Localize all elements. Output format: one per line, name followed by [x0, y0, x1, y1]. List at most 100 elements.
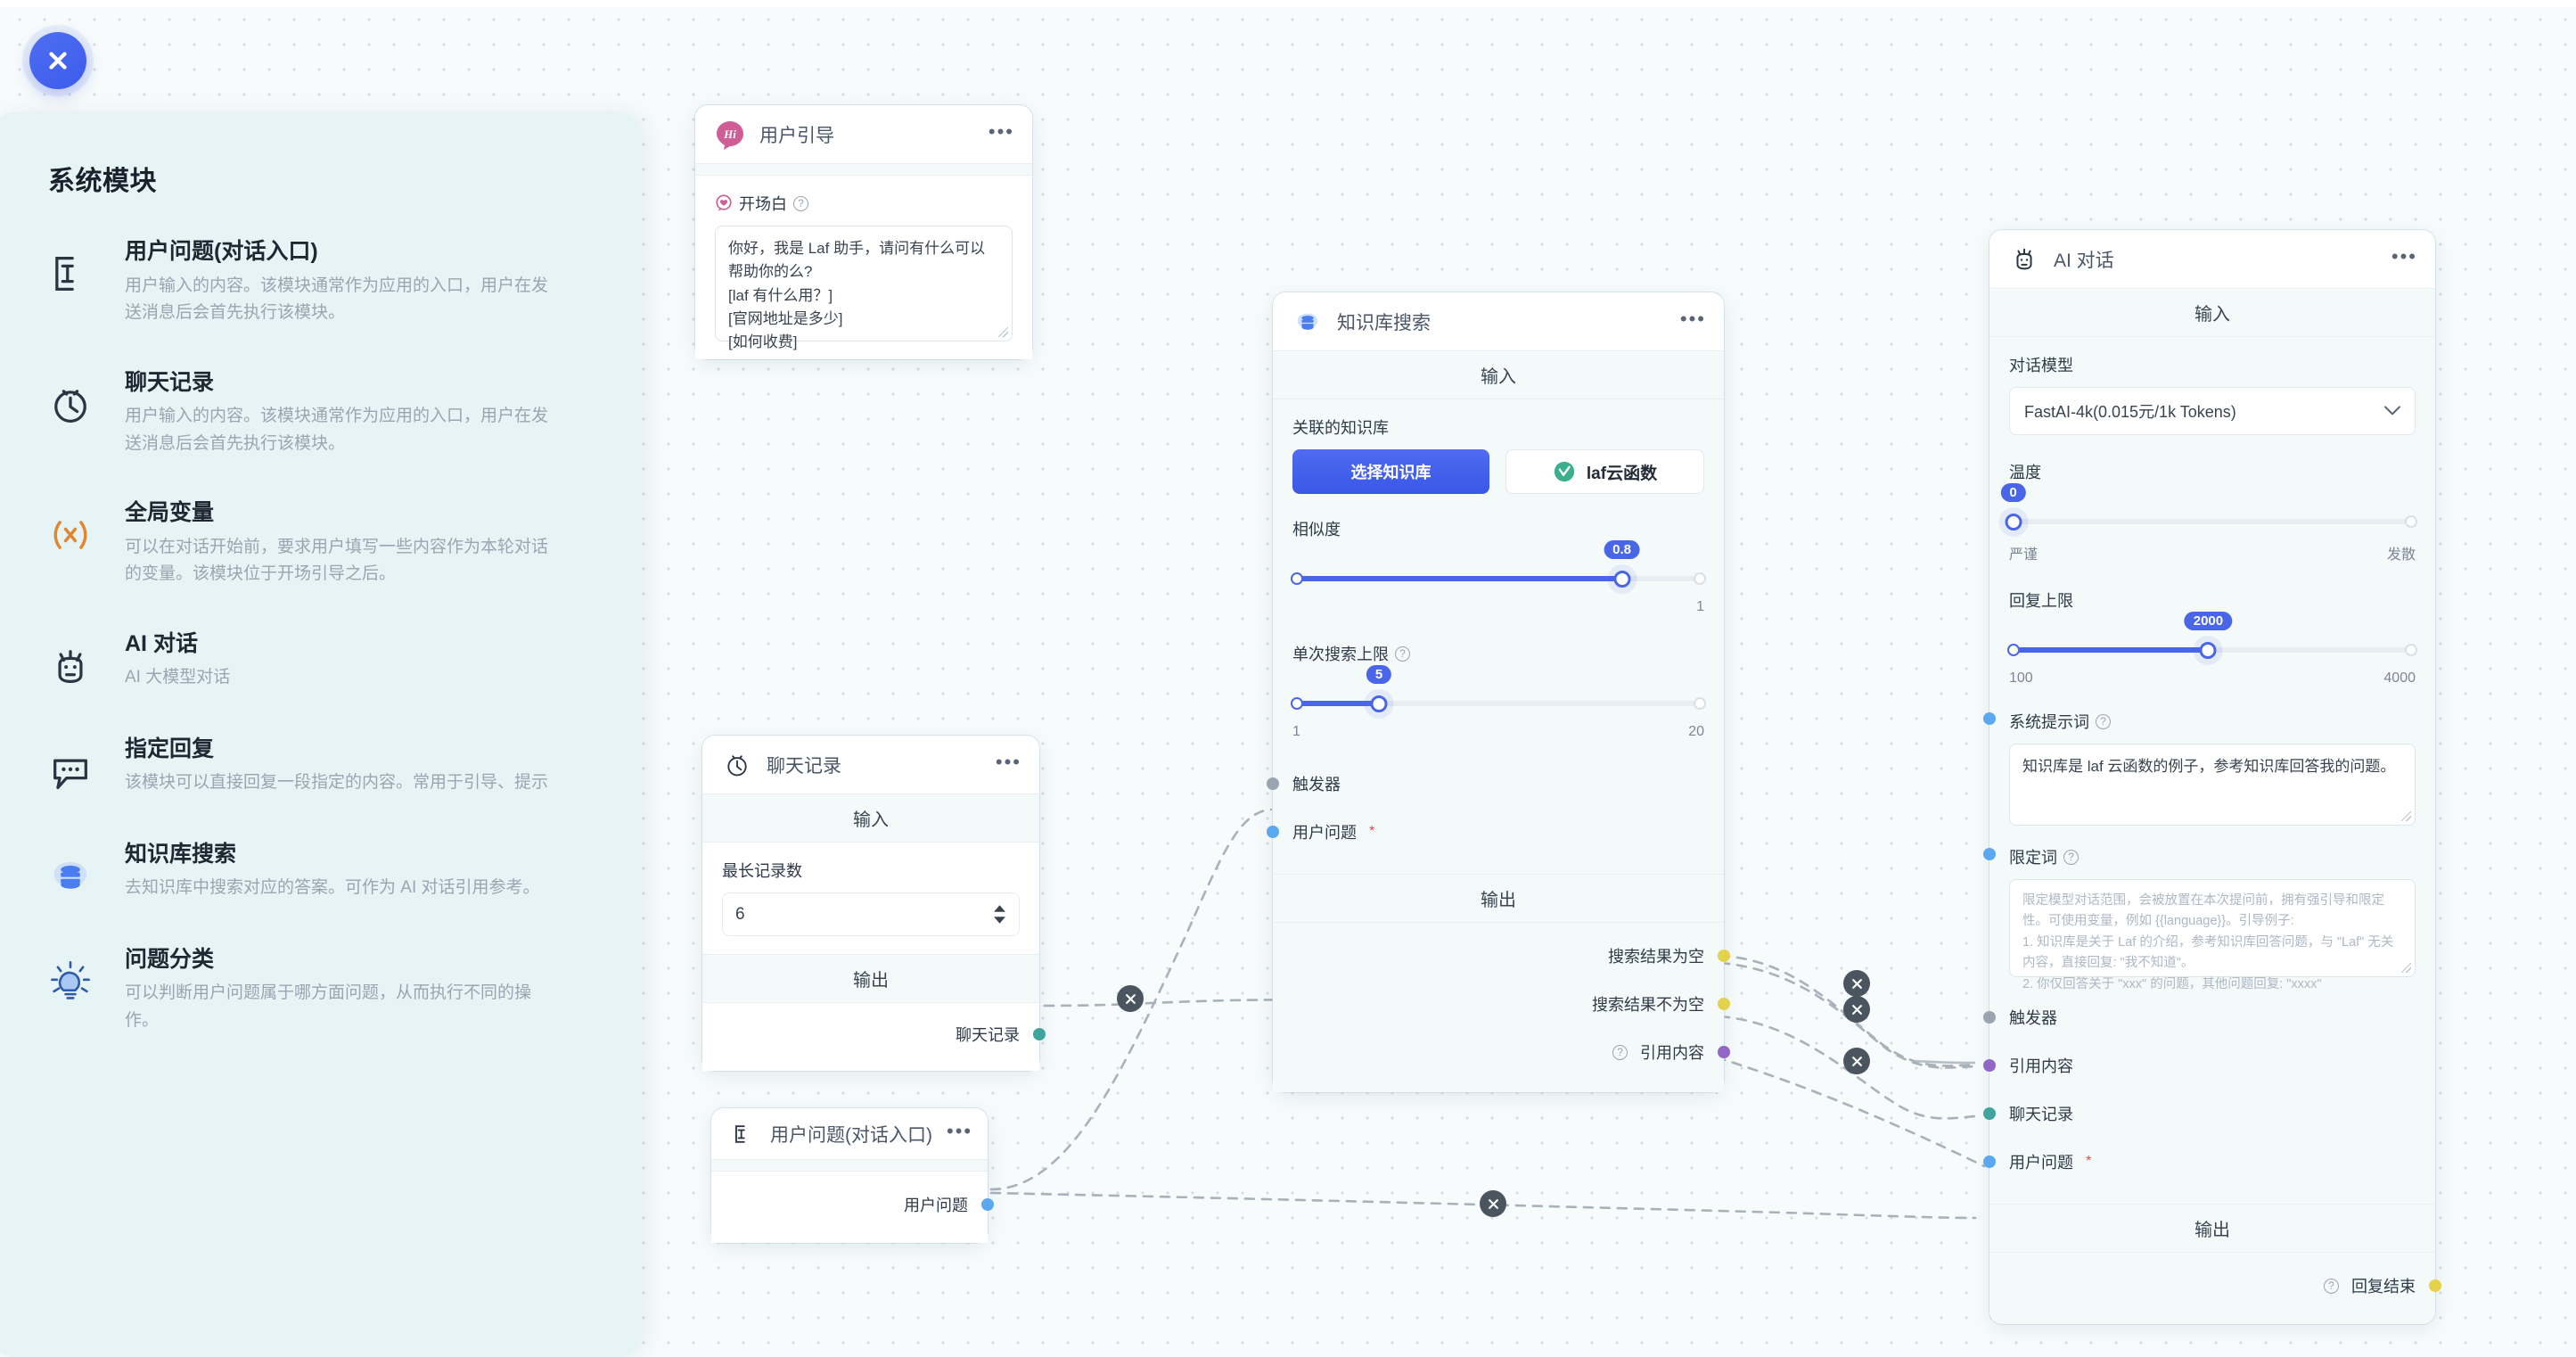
search-limit-slider[interactable]: 5 [1291, 665, 1706, 719]
node-header[interactable]: 用户问题(对话入口) ••• [711, 1108, 988, 1159]
temperature-value-bubble: 0 [2000, 483, 2026, 502]
help-icon[interactable]: ? [793, 195, 808, 211]
clock-icon [722, 750, 752, 780]
port-dot-grey[interactable] [1267, 777, 1279, 790]
edge-delete-button[interactable] [1843, 970, 1870, 997]
input-port-trigger[interactable]: 触发器 [1267, 760, 1704, 808]
help-icon[interactable]: ? [2324, 1278, 2339, 1294]
chevron-down-icon[interactable] [993, 916, 1006, 925]
node-title: 用户问题(对话入口) [770, 1125, 932, 1146]
sidebar-item-specified-reply[interactable]: 指定回复 该模块可以直接回复一段指定的内容。常用于引导、提示 [43, 733, 604, 799]
temperature-slider[interactable]: 0 [2000, 483, 2417, 537]
max-records-stepper[interactable]: 6 [722, 892, 1020, 936]
input-port-user-question[interactable]: 用户问题* [1983, 1138, 2416, 1186]
help-icon[interactable]: ? [2063, 849, 2079, 865]
output-port-quote-content[interactable]: ? 引用内容 [1292, 1028, 1730, 1076]
module-name: 全局变量 [125, 500, 215, 526]
qualifier-label: 限定词 ? [1983, 845, 2416, 868]
node-ai-chat[interactable]: AI 对话 ••• 输入 对话模型 FastAI-4k(0.015元/1k To… [1983, 230, 2441, 1324]
port-dot-grey[interactable] [1983, 1011, 1996, 1024]
output-section-band: 输出 [702, 954, 1039, 1003]
node-kb-search[interactable]: 知识库搜索 ••• 输入 关联的知识库 选择知识库 laf云函数 相似度 [1267, 292, 1730, 1092]
port-dot-yellow[interactable] [1718, 998, 1730, 1010]
node-menu-button[interactable]: ••• [1679, 308, 1706, 331]
chat-model-select[interactable]: FastAI-4k(0.015元/1k Tokens) [2009, 387, 2416, 435]
output-port-empty-result[interactable]: 搜索结果为空 [1292, 932, 1730, 980]
edge-delete-button[interactable] [1117, 985, 1144, 1012]
sidebar-item-ai-chat[interactable]: AI 对话 AI 大模型对话 [43, 628, 604, 694]
node-chat-history[interactable]: 聊天记录 ••• 输入 最长记录数 6 输出 聊天记录 [702, 736, 1046, 1071]
output-port-user-question[interactable]: 用户问题 [731, 1180, 994, 1229]
node-header[interactable]: 知识库搜索 ••• [1273, 292, 1724, 350]
slider-knob[interactable] [2199, 642, 2217, 659]
edge-delete-button[interactable] [1843, 1048, 1870, 1074]
input-port-chat-history[interactable]: 聊天记录 [1983, 1090, 2416, 1138]
port-dot-yellow[interactable] [1718, 950, 1730, 962]
input-port-user-question[interactable]: 用户问题* [1267, 808, 1704, 856]
edge-delete-button[interactable] [1480, 1190, 1506, 1217]
dataset-chip-laf[interactable]: laf云函数 [1505, 449, 1704, 494]
port-dot-blue[interactable] [1983, 712, 1996, 725]
node-header[interactable]: AI 对话 ••• [1989, 230, 2435, 288]
max-tokens-label: 回复上限 [2009, 592, 2073, 610]
node-user-question[interactable]: 用户问题(对话入口) ••• 用户问题 [711, 1108, 994, 1243]
system-prompt-label: 系统提示词 ? [1983, 710, 2416, 733]
sidebar-item-chat-history[interactable]: 聊天记录 用户输入的内容。该模块通常作为应用的入口，用户在发送消息后会首先执行该… [43, 366, 604, 458]
opening-speech-textarea[interactable]: 你好，我是 Laf 助手，请问有什么可以帮助你的么? [laf 有什么用？] [… [715, 226, 1013, 350]
sidebar-item-global-variable[interactable]: 全局变量 可以在对话开始前，要求用户填写一些内容作为本轮对话的变量。该模块位于开… [43, 497, 604, 588]
port-dot-yellow[interactable] [2429, 1279, 2441, 1292]
sidebar-item-kb-search[interactable]: 知识库搜索 去知识库中搜索对应的答案。可作为 AI 对话引用参考。 [43, 838, 604, 904]
similarity-slider[interactable]: 0.8 [1291, 540, 1706, 594]
module-name: 用户问题(对话入口) [125, 239, 318, 264]
robot-icon [43, 638, 98, 694]
port-dot-teal[interactable] [1983, 1107, 1996, 1120]
close-panel-button[interactable] [29, 32, 86, 89]
module-name: 问题分类 [125, 946, 215, 972]
node-header[interactable]: 聊天记录 ••• [702, 736, 1039, 794]
node-menu-button[interactable]: ••• [947, 1120, 973, 1143]
slider-knob[interactable] [1613, 571, 1631, 588]
system-prompt-textarea[interactable]: 知识库是 laf 云函数的例子，参考知识库回答我的问题。 [2009, 744, 2416, 826]
max-tokens-slider[interactable]: 2000 [2007, 612, 2417, 665]
help-icon[interactable]: ? [2096, 713, 2111, 729]
laf-logo-icon [1554, 461, 1575, 482]
node-menu-button[interactable]: ••• [995, 751, 1021, 774]
sidebar-item-question-classify[interactable]: 问题分类 可以判断用户问题属于哪方面问题，从而执行不同的操作。 [43, 943, 604, 1035]
close-icon [49, 52, 67, 70]
help-icon[interactable]: ? [1612, 1044, 1628, 1060]
port-dot-purple[interactable] [1718, 1046, 1730, 1058]
temperature-range: 严谨 发散 [2009, 542, 2416, 563]
node-body-inputs: 对话模型 FastAI-4k(0.015元/1k Tokens) 温度 0 严谨… [1983, 337, 2435, 1204]
sidebar-item-user-question[interactable]: 用户问题(对话入口) 用户输入的内容。该模块通常作为应用的入口，用户在发送消息后… [43, 235, 604, 327]
input-port-trigger[interactable]: 触发器 [1983, 993, 2416, 1041]
port-dot-purple[interactable] [1983, 1059, 1996, 1072]
slider-knob[interactable] [2005, 514, 2022, 530]
output-port-nonempty-result[interactable]: 搜索结果不为空 [1292, 980, 1730, 1028]
slider-knob[interactable] [1370, 695, 1388, 712]
module-desc: 可以在对话开始前，要求用户填写一些内容作为本轮对话的变量。该模块位于开场引导之后… [125, 537, 549, 584]
port-dot-blue[interactable] [1267, 826, 1279, 838]
node-menu-button[interactable]: ••• [988, 120, 1014, 144]
port-label: 引用内容 [1640, 1044, 1704, 1062]
select-dataset-button[interactable]: 选择知识库 [1292, 449, 1489, 494]
output-port-reply-end[interactable]: ? 回复结束 [2009, 1262, 2441, 1310]
node-header[interactable]: Hi 用户引导 ••• [695, 105, 1032, 163]
module-name: 指定回复 [125, 736, 215, 761]
input-port-quote-content[interactable]: 引用内容 [1983, 1041, 2416, 1090]
port-dot-blue[interactable] [1983, 848, 1996, 860]
stepper-arrows[interactable] [993, 904, 1006, 925]
port-dot-blue[interactable] [1983, 1156, 1996, 1168]
port-label: 聊天记录 [956, 1026, 1020, 1044]
edge-delete-button[interactable] [1843, 996, 1870, 1023]
port-dot-teal[interactable] [1033, 1028, 1046, 1040]
output-port-chat-history[interactable]: 聊天记录 [722, 1010, 1046, 1058]
slider-track [1292, 701, 1704, 706]
chevron-up-icon[interactable] [993, 904, 1006, 913]
node-menu-button[interactable]: ••• [2391, 245, 2417, 268]
qualifier-textarea[interactable]: 限定模型对话范围，会被放置在本次提问前，拥有强引导和限定性。可使用变量，例如 {… [2009, 879, 2416, 991]
help-icon[interactable]: ? [1395, 646, 1410, 662]
node-user-guide[interactable]: Hi 用户引导 ••• 开场白 ? 你好，我是 Laf 助手，请问有什么可以帮助… [695, 105, 1032, 359]
port-dot-blue[interactable] [981, 1198, 994, 1211]
required-marker: * [1369, 824, 1375, 839]
